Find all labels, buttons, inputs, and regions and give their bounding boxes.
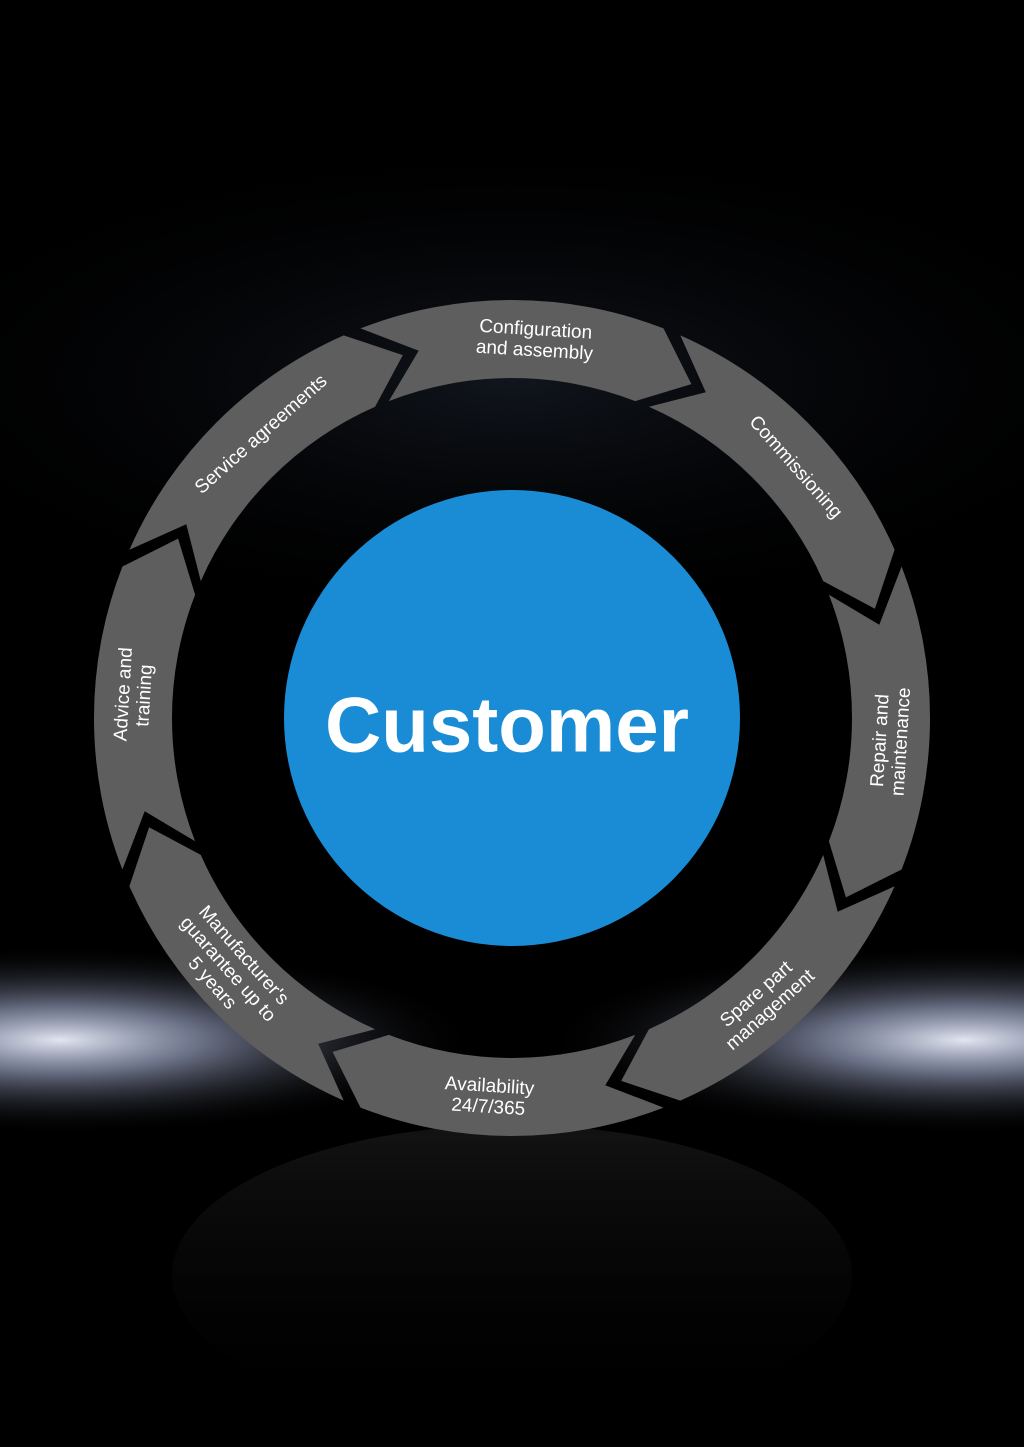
floor-reflection (172, 1125, 852, 1425)
cycle-segment-label-line: 24/7/365 (451, 1095, 526, 1120)
cycle-segment-label: Advice andtraining (110, 647, 158, 743)
cycle-segment-arrow (621, 854, 895, 1101)
cycle-segment-arrow (360, 299, 692, 402)
cycle-segment-label: Configurationand assembly (475, 316, 595, 365)
cycle-segment-label: Repair andmaintenance (867, 686, 916, 797)
cycle-segment-label: Availability24/7/365 (443, 1073, 535, 1120)
cycle-segment-arrow (129, 827, 376, 1101)
customer-circle (284, 490, 740, 946)
cycle-segment-arrow (129, 335, 403, 582)
cycle-segment-arrow (828, 566, 931, 898)
cycle-segment-arrow (648, 335, 895, 609)
top-haze (0, 120, 1024, 640)
cycle-segment-label-line: training (132, 664, 157, 727)
cycle-segments: Configurationand assemblyCommissioningRe… (93, 299, 931, 1137)
cycle-segment-arrow (93, 538, 196, 870)
cycle-segment-arrow (332, 1034, 664, 1137)
customer-label: Customer (325, 681, 689, 769)
